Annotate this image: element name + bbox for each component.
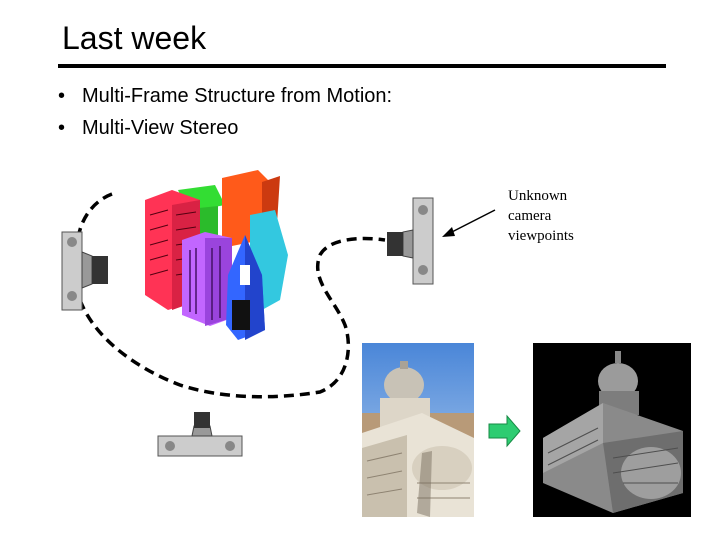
annotation-arrowhead: [442, 227, 455, 237]
bullet-text: Multi-Frame Structure from Motion:: [82, 85, 393, 107]
annotation-line: camera: [508, 208, 552, 224]
green-right-arrow-icon: [488, 414, 521, 448]
bullet-text: Multi-View Stereo: [82, 117, 239, 139]
bullet-item: • Multi-View Stereo: [58, 112, 392, 144]
camera-icon: [387, 197, 434, 285]
annotation-text: Unknown camera viewpoints: [508, 186, 574, 246]
bullet-item: • Multi-Frame Structure from Motion:: [58, 80, 392, 112]
camera-icon: [61, 231, 108, 311]
title-underline: [58, 64, 666, 68]
city-buildings-illustration: [145, 170, 288, 340]
bullet-marker: •: [58, 85, 66, 107]
camera-icon: [157, 412, 243, 457]
annotation-line: viewpoints: [508, 228, 574, 244]
bullet-marker: •: [58, 117, 66, 139]
annotation-arrow: [445, 209, 496, 236]
bullet-list: • Multi-Frame Structure from Motion: • M…: [58, 80, 392, 144]
annotation-line: Unknown: [508, 188, 568, 204]
cathedral-photo: [362, 343, 474, 517]
cathedral-3d-model: [533, 343, 691, 517]
slide-title: Last week: [62, 20, 207, 56]
